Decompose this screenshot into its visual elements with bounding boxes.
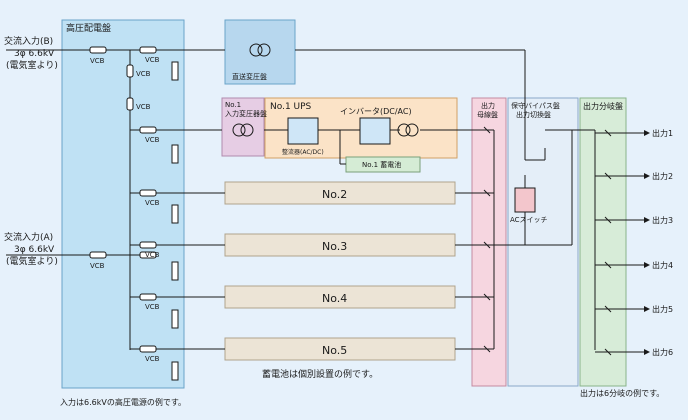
output-switches — [483, 126, 612, 356]
bypass-panel — [507, 97, 579, 387]
vcb-label: VCB — [145, 355, 160, 363]
output-label: 出力2 — [652, 171, 673, 181]
ups-unit-label: No.3 — [322, 240, 347, 253]
output-arrows — [644, 130, 650, 355]
output-label: 出力1 — [652, 128, 673, 138]
input-b-line3: (電気室より) — [6, 59, 58, 71]
inverter-box — [359, 117, 391, 145]
ups1-title: No.1 UPS — [270, 102, 312, 112]
ups-unit-label: No.2 — [322, 188, 347, 201]
bypass-line2: 出力切換盤 — [516, 110, 551, 119]
vcb-label: VCB — [136, 103, 151, 111]
battery-label: No.1 蓄電池 — [362, 160, 401, 169]
bypass-line1: 保守バイパス盤 — [511, 101, 560, 110]
vcb-label: VCB — [136, 70, 151, 78]
input-transformer-line2: 入力変圧器盤 — [225, 109, 267, 118]
vcb-label: VCB — [145, 303, 160, 311]
vcb-label: VCB — [145, 199, 160, 207]
distribution-title: 出力分岐盤 — [583, 101, 623, 111]
output-bus-line1: 出力 — [481, 101, 495, 110]
input-note: 入力は6.6kVの高圧電源の例です。 — [60, 397, 186, 407]
input-b-line2: 3φ 6.6kV — [14, 49, 55, 59]
vcb-label: VCB — [145, 136, 160, 144]
direct-transformer-panel — [224, 19, 296, 85]
rectifier-box — [287, 117, 319, 145]
output-label: 出力3 — [652, 215, 673, 225]
output-note: 出力は6分岐の例です。 — [580, 388, 664, 398]
vcb-label: VCB — [90, 57, 105, 65]
wiring — [6, 49, 644, 353]
output-bus-line2: 母線盤 — [477, 110, 498, 119]
ups-unit-label: No.4 — [322, 292, 347, 305]
hv-panel — [61, 19, 185, 389]
distribution-panel — [579, 97, 627, 387]
output-label: 出力4 — [652, 260, 673, 270]
output-label: 出力6 — [652, 347, 673, 357]
vcb-symbols — [89, 46, 157, 353]
vcb-label: VCB — [90, 262, 105, 270]
inverter-label: インバータ(DC/AC) — [340, 107, 412, 116]
direct-transformer-title: 直送変圧盤 — [232, 72, 267, 81]
ups-unit-label: No.5 — [322, 344, 347, 357]
input-a-line1: 交流入力(A) — [4, 231, 53, 243]
ac-switch-box — [514, 187, 536, 213]
output-bus-panel — [471, 97, 507, 387]
input-a-line3: (電気室より) — [6, 255, 58, 267]
rectifier-label: 整流器(AC/DC) — [282, 148, 324, 156]
arrester-symbols — [171, 61, 179, 381]
input-a-line2: 3φ 6.6kV — [14, 245, 55, 255]
battery-note: 蓄電池は個別設置の例です。 — [262, 368, 378, 380]
vcb-label: VCB — [145, 56, 160, 64]
vcb-label: VCB — [145, 251, 160, 259]
input-transformer-panel — [221, 97, 265, 157]
ac-switch-label: ACスイッチ — [510, 216, 548, 224]
transformer-icons — [232, 43, 419, 137]
output-label: 出力5 — [652, 304, 673, 314]
input-transformer-line1: No.1 — [225, 101, 241, 109]
hv-panel-title: 高圧配電盤 — [66, 22, 111, 34]
input-b-line1: 交流入力(B) — [4, 35, 53, 47]
